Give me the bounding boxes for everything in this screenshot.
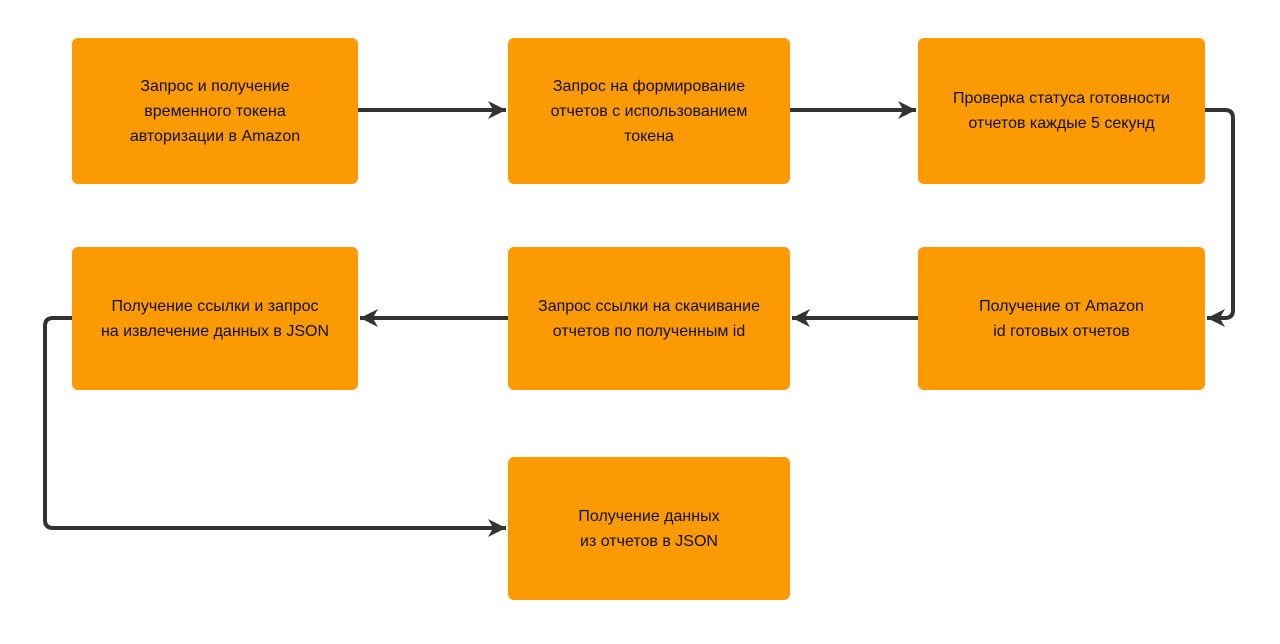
node-get-report-ids: Получение от Amazon id готовых отчетов: [918, 247, 1205, 390]
node-label: Проверка статуса готовности отчетов кажд…: [952, 90, 1171, 132]
edge-extract-to-data: [43, 316, 506, 537]
node-label: Запрос ссылки на скачивание отчетов по п…: [538, 297, 760, 340]
node-label: Запрос и получение временного токена авт…: [129, 77, 301, 145]
node-get-link-extract: Получение ссылки и запрос на извлечение …: [72, 247, 358, 390]
node-request-reports: Запрос на формирование отчетов с использ…: [508, 38, 790, 184]
node-get-json-data: Получение данных из отчетов в JSON: [508, 457, 790, 600]
node-label: Запрос на формирование отчетов с использ…: [550, 77, 748, 145]
node-request-links: Запрос ссылки на скачивание отчетов по п…: [508, 247, 790, 390]
node-label: Получение от Amazon id готовых отчетов: [979, 297, 1144, 340]
node-label: Получение ссылки и запрос на извлечение …: [100, 297, 330, 340]
node-label: Получение данных из отчетов в JSON: [578, 507, 720, 550]
node-check-status: Проверка статуса готовности отчетов кажд…: [918, 38, 1205, 184]
node-get-token: Запрос и получение временного токена авт…: [72, 38, 358, 184]
edge-status-to-ids: [1205, 108, 1235, 327]
